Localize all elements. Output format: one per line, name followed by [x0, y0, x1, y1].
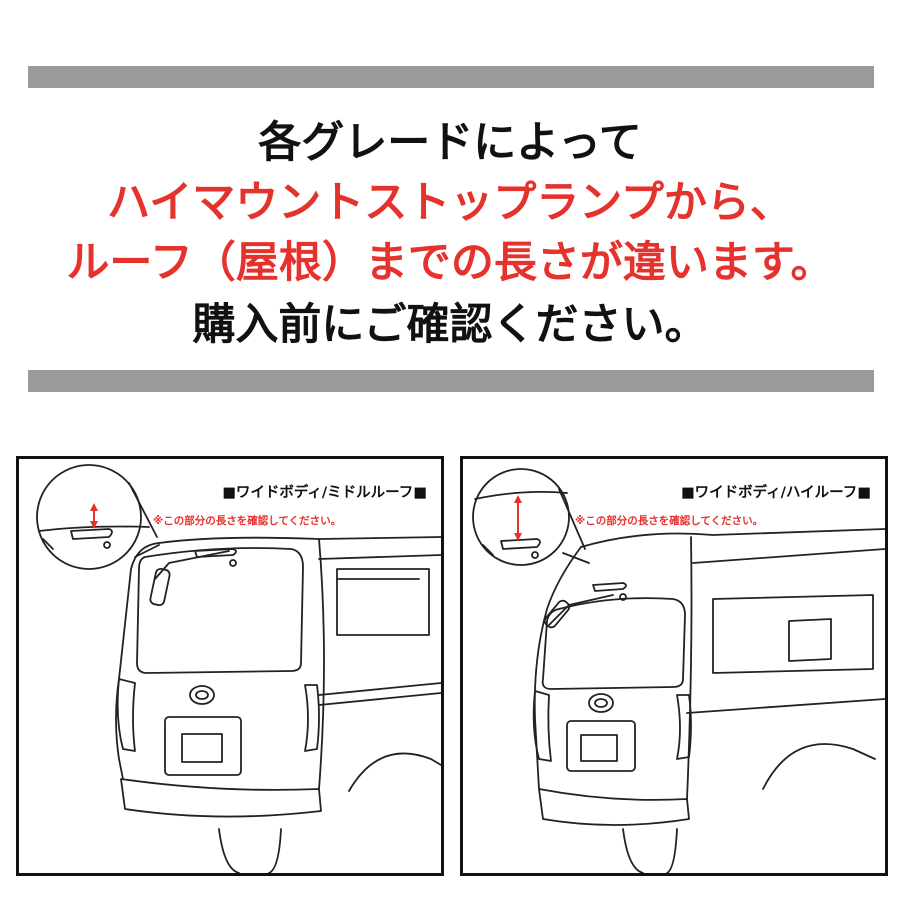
headline-line-3: ルーフ（屋根）までの長さが違います。: [66, 238, 834, 288]
panel-note: ※この部分の長さを確認してください。: [153, 515, 342, 527]
van-rear-high-roof-illustration: [472, 468, 885, 873]
panel-high-roof: ■ワイドボディ/ハイルーフ■ ※この部分の長さを確認してください。: [460, 456, 888, 876]
headline-line-2: ハイマウントストップランプから、: [107, 178, 793, 228]
top-divider-bar: [28, 66, 874, 88]
bottom-divider-bar: [28, 370, 874, 392]
panel-mid-roof: ■ワイドボディ/ミドルルーフ■ ※この部分の長さを確認してください。: [16, 456, 444, 876]
panel-note: ※この部分の長さを確認してください。: [575, 515, 764, 527]
van-rear-mid-roof-illustration: [36, 464, 441, 873]
headline-line-1: 各グレードによって: [258, 118, 642, 168]
panel-title: ■ワイドボディ/ミドルルーフ■: [222, 485, 427, 501]
headline-line-4: 購入前にご確認ください。: [192, 300, 708, 350]
panel-title: ■ワイドボディ/ハイルーフ■: [680, 485, 871, 501]
